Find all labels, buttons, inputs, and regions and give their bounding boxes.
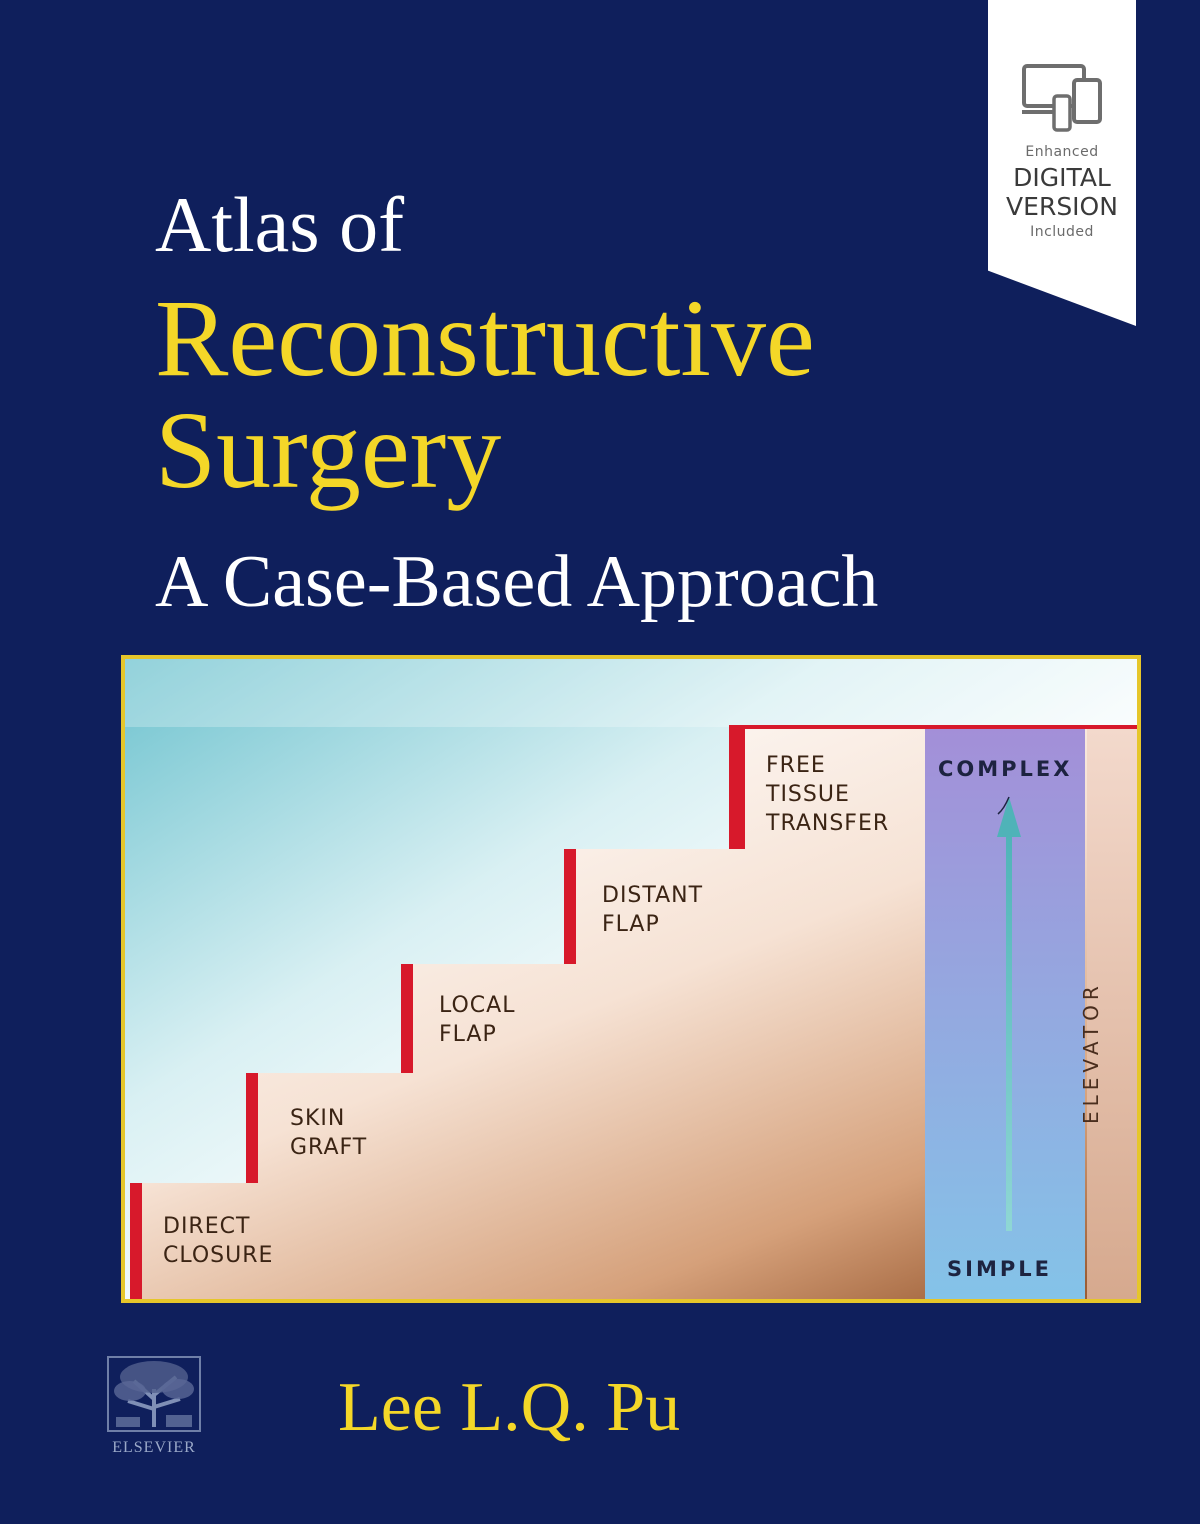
title-reconstructive: Reconstructive xyxy=(155,277,815,399)
step-riser-2 xyxy=(246,1073,258,1183)
digital-version-badge: Enhanced DIGITAL VERSION Included xyxy=(988,0,1136,326)
author-name: Lee L.Q. Pu xyxy=(338,1369,681,1446)
step-label-direct-closure: DIRECT CLOSURE xyxy=(163,1214,274,1268)
devices-icon xyxy=(1022,64,1102,132)
step-riser-1 xyxy=(130,1183,142,1299)
reconstructive-ladder-diagram: DIRECT CLOSURE SKIN GRAFT LOCAL FLAP DIS… xyxy=(121,655,1141,1303)
publisher-name: ELSEVIER xyxy=(112,1439,196,1456)
scale-label-complex: COMPLEX xyxy=(938,757,1073,781)
staircase-body xyxy=(130,727,1137,1299)
badge-version-text: VERSION xyxy=(1006,192,1118,221)
title-surgery: Surgery xyxy=(155,389,502,511)
subtitle: A Case-Based Approach xyxy=(155,541,879,623)
staircase-graphic xyxy=(125,659,1137,1299)
step-label-free-tissue-transfer: FREE TISSUE TRANSFER xyxy=(766,753,890,836)
title-atlas-of: Atlas of xyxy=(155,181,405,268)
scale-label-simple: SIMPLE xyxy=(947,1257,1052,1281)
scale-arrow-shaft xyxy=(1006,831,1012,1231)
badge-included-text: Included xyxy=(1030,224,1094,240)
top-line xyxy=(729,725,1137,729)
step-label-skin-graft: SKIN GRAFT xyxy=(290,1106,368,1160)
step-label-distant-flap: DISTANT FLAP xyxy=(602,883,704,937)
step-riser-5 xyxy=(729,727,745,849)
step-label-local-flap: LOCAL FLAP xyxy=(439,993,516,1047)
elsevier-tree-logo xyxy=(107,1356,201,1432)
badge-enhanced-text: Enhanced xyxy=(1025,144,1099,160)
scale-arrow-head xyxy=(997,797,1021,837)
elevator-label: ELEVATOR xyxy=(1079,981,1119,1124)
step-riser-4 xyxy=(564,849,576,964)
step-riser-3 xyxy=(401,964,413,1073)
elevator-band xyxy=(1087,729,1137,1299)
badge-digital-text: DIGITAL xyxy=(1013,163,1111,192)
